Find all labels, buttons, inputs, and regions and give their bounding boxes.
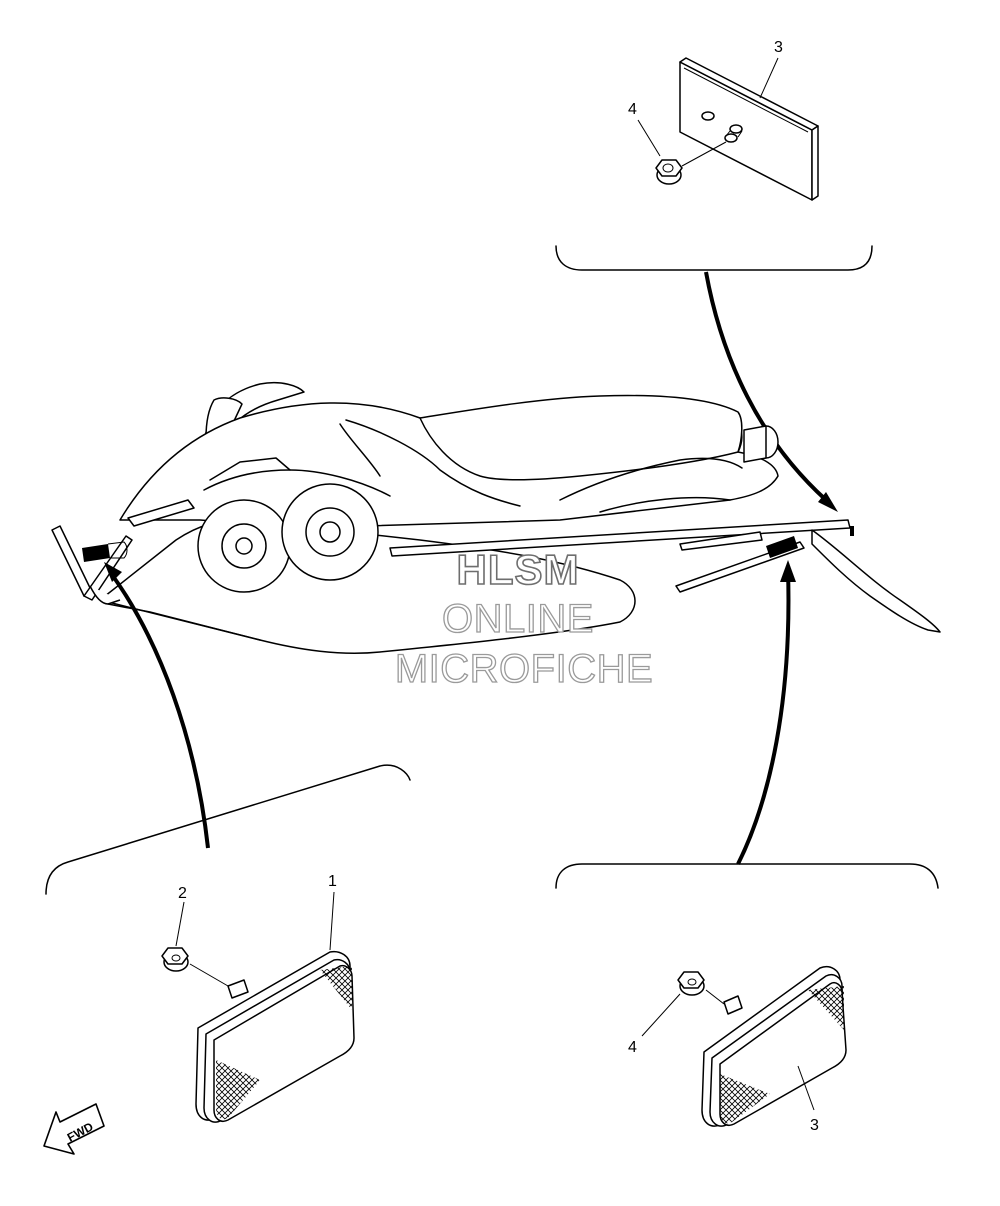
top-reflector-plate bbox=[679, 57, 819, 201]
callout-rear-reflector: 3 bbox=[810, 1117, 819, 1134]
front-leader-2 bbox=[175, 901, 185, 947]
detail-rear-group: 4 3 bbox=[555, 560, 939, 1134]
callout-front-reflector: 1 bbox=[328, 873, 337, 890]
detail-rear-bracket bbox=[555, 863, 939, 889]
top-leader-3 bbox=[759, 57, 779, 99]
top-nut-axis bbox=[681, 141, 727, 167]
rear-leader-3 bbox=[797, 1065, 815, 1111]
arrow-top-to-rear bbox=[704, 271, 838, 512]
watermark: HLSM ONLINE MICROFICHE bbox=[394, 545, 653, 691]
front-flange-nut bbox=[161, 947, 189, 972]
top-leader-4 bbox=[637, 119, 661, 157]
front-reflector bbox=[195, 950, 355, 1123]
rear-stud bbox=[723, 995, 743, 1015]
callout-front-nut: 2 bbox=[178, 885, 187, 902]
watermark-line-1: HLSM bbox=[457, 546, 580, 593]
front-leader-1 bbox=[329, 891, 335, 951]
top-flange-nut bbox=[655, 159, 683, 185]
callout-top-nut: 4 bbox=[628, 101, 637, 118]
callout-rear-nut: 4 bbox=[628, 1039, 637, 1056]
detail-top-group: 3 4 bbox=[555, 39, 873, 271]
front-nut-axis bbox=[189, 963, 229, 987]
rear-nut-axis bbox=[705, 989, 725, 1005]
snowmobile-outline bbox=[51, 381, 941, 654]
detail-front-bracket bbox=[45, 764, 411, 895]
detail-top-bracket bbox=[555, 245, 873, 271]
detail-front-group: 1 2 bbox=[45, 562, 411, 1123]
rear-flange-nut bbox=[677, 971, 705, 996]
rear-leader-4 bbox=[641, 993, 681, 1037]
fwd-direction-arrow: FWD bbox=[43, 1103, 105, 1155]
watermark-line-2: ONLINE bbox=[442, 597, 594, 641]
watermark-line-3: MICROFICHE bbox=[395, 647, 653, 691]
rear-reflector bbox=[701, 966, 847, 1127]
front-stud bbox=[227, 979, 249, 999]
callout-top-reflector: 3 bbox=[774, 39, 783, 56]
